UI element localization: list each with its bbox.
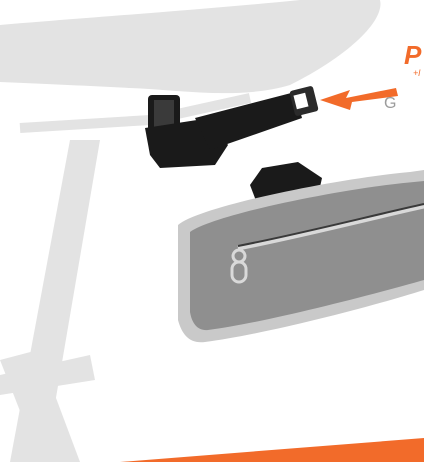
overlay-title: P	[404, 40, 422, 70]
overlay-caption: G	[384, 95, 397, 112]
zipper-pull	[230, 248, 248, 284]
top-tube	[0, 355, 95, 395]
saddle	[0, 0, 381, 94]
bag-body	[190, 181, 424, 331]
overlay-subtitle: +l	[413, 68, 421, 78]
accent-stripe	[120, 438, 424, 462]
saddle-bag	[178, 170, 424, 343]
bag-zipper	[237, 203, 424, 251]
seatpost-mount	[145, 86, 319, 168]
arrow-icon	[320, 88, 398, 110]
bike-frame	[0, 140, 100, 462]
